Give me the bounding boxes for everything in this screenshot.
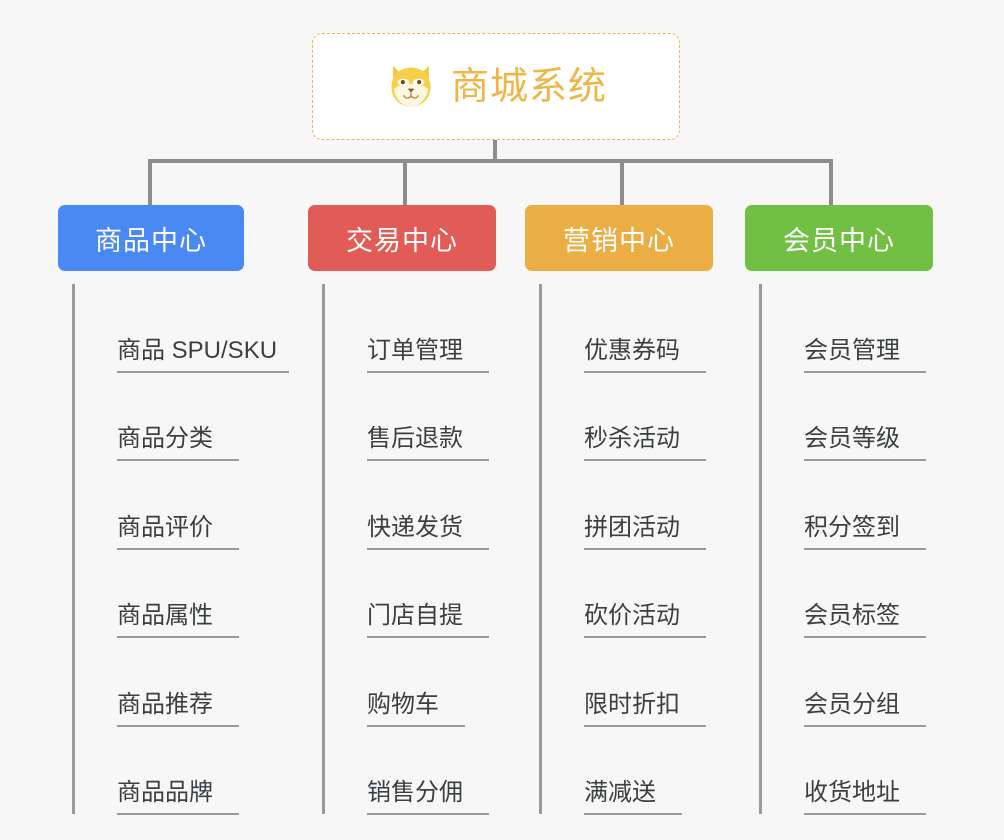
list-item[interactable]: 会员标签	[776, 550, 945, 638]
list-item-label: 会员管理	[804, 337, 926, 373]
list-item[interactable]: 商品属性	[89, 550, 288, 638]
connector-drop-4	[829, 159, 833, 207]
branch-column-member: 会员中心 会员管理 会员等级 积分签到 会员标签 会员分组 收货地址	[745, 205, 945, 815]
list-item[interactable]: 秒杀活动	[556, 373, 725, 461]
list-item[interactable]: 积分签到	[776, 461, 945, 550]
branch-column-product: 商品中心 商品 SPU/SKU 商品分类 商品评价 商品属性 商品推荐 商品品牌	[58, 205, 290, 815]
list-item[interactable]: 会员分组	[776, 638, 945, 727]
connector-drop-1	[148, 159, 152, 207]
list-item-label: 商品 SPU/SKU	[117, 337, 290, 373]
list-item[interactable]: 砍价活动	[556, 550, 725, 638]
list-item[interactable]: 门店自提	[339, 550, 516, 638]
list-item-label: 门店自提	[367, 602, 489, 638]
branch-columns: 商品中心 商品 SPU/SKU 商品分类 商品评价 商品属性 商品推荐 商品品牌…	[0, 205, 1004, 825]
list-item-label: 商品属性	[117, 602, 239, 638]
list-item[interactable]: 商品推荐	[89, 638, 288, 727]
list-item[interactable]: 销售分佣	[339, 727, 516, 815]
list-item-label: 砍价活动	[584, 602, 706, 638]
branch-column-trade: 交易中心 订单管理 售后退款 快递发货 门店自提 购物车 销售分佣	[308, 205, 516, 815]
branch-list-marketing: 优惠券码 秒杀活动 拼团活动 砍价活动 限时折扣 满减送	[539, 284, 725, 815]
list-item-label: 商品品牌	[117, 779, 239, 815]
shiba-dog-face-icon	[391, 65, 431, 106]
list-item-label: 秒杀活动	[584, 425, 706, 461]
list-item[interactable]: 限时折扣	[556, 638, 725, 727]
list-item[interactable]: 满减送	[556, 727, 725, 815]
connector-stem	[493, 140, 497, 162]
list-item[interactable]: 订单管理	[339, 284, 516, 373]
list-item[interactable]: 商品分类	[89, 373, 288, 461]
list-item-label: 商品评价	[117, 514, 239, 550]
branch-column-marketing: 营销中心 优惠券码 秒杀活动 拼团活动 砍价活动 限时折扣 满减送	[525, 205, 725, 815]
list-item-label: 收货地址	[804, 779, 926, 815]
branch-list-product: 商品 SPU/SKU 商品分类 商品评价 商品属性 商品推荐 商品品牌	[72, 284, 290, 815]
list-item-label: 售后退款	[367, 425, 489, 461]
list-item[interactable]: 商品品牌	[89, 727, 288, 815]
list-item-label: 商品推荐	[117, 691, 239, 727]
branch-list-member: 会员管理 会员等级 积分签到 会员标签 会员分组 收货地址	[759, 284, 945, 815]
list-item-label: 拼团活动	[584, 514, 706, 550]
branch-header-product[interactable]: 商品中心	[58, 205, 244, 271]
list-item-label: 会员分组	[804, 691, 926, 727]
root-title: 商城系统	[450, 65, 607, 108]
list-item-label: 优惠券码	[584, 337, 706, 373]
branch-header-member[interactable]: 会员中心	[745, 205, 933, 271]
list-item[interactable]: 会员管理	[776, 284, 945, 373]
list-item-label: 限时折扣	[584, 691, 706, 727]
list-item[interactable]: 会员等级	[776, 373, 945, 461]
list-item[interactable]: 收货地址	[776, 727, 945, 815]
list-item[interactable]: 购物车	[339, 638, 516, 727]
list-item-label: 商品分类	[117, 425, 239, 461]
list-item[interactable]: 快递发货	[339, 461, 516, 550]
list-item[interactable]: 优惠券码	[556, 284, 725, 373]
list-item-label: 购物车	[367, 691, 465, 727]
list-item-label: 会员标签	[804, 602, 926, 638]
connector-bus	[148, 159, 833, 163]
list-item[interactable]: 拼团活动	[556, 461, 725, 550]
list-item[interactable]: 商品 SPU/SKU	[89, 284, 290, 373]
list-item[interactable]: 商品评价	[89, 461, 288, 550]
root-node[interactable]: 商城系统	[312, 33, 680, 140]
list-item-label: 满减送	[584, 779, 682, 815]
connector-drop-3	[620, 159, 624, 207]
list-item-label: 快递发货	[367, 514, 489, 550]
list-item[interactable]: 售后退款	[339, 373, 516, 461]
list-item-label: 会员等级	[804, 425, 926, 461]
list-item-label: 订单管理	[367, 337, 489, 373]
list-item-label: 销售分佣	[367, 779, 489, 815]
branch-list-trade: 订单管理 售后退款 快递发货 门店自提 购物车 销售分佣	[322, 284, 516, 815]
branch-header-marketing[interactable]: 营销中心	[525, 205, 713, 271]
branch-header-trade[interactable]: 交易中心	[308, 205, 496, 271]
connector-drop-2	[403, 159, 407, 207]
list-item-label: 积分签到	[804, 514, 926, 550]
